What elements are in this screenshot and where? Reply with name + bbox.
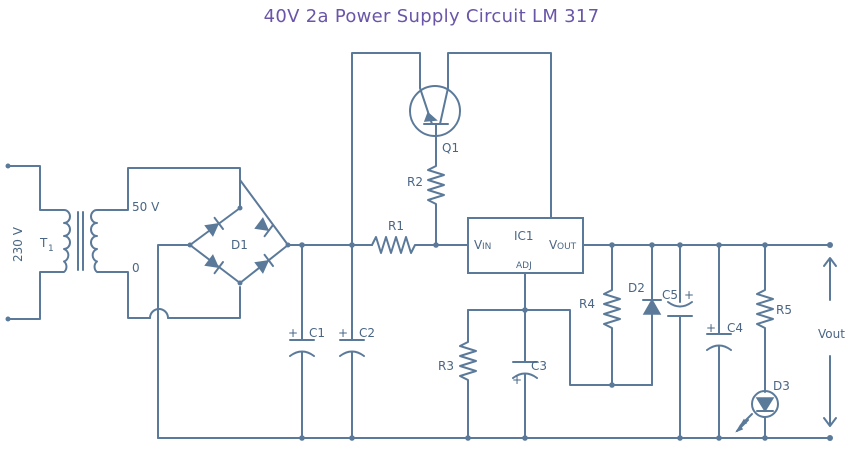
output-terminal-positive (827, 242, 833, 248)
resistor-r5: R5 (756, 244, 792, 393)
transistor-q1: Q1 (409, 85, 461, 155)
r4-label: R4 (579, 297, 595, 311)
c3-label: C3 (531, 359, 547, 373)
ic1-vout-sub: OUT (557, 242, 577, 252)
c3-plus: + (512, 373, 522, 387)
wire-bridge-negative (157, 244, 191, 439)
input-voltage-label: 230 V (11, 226, 25, 262)
output-terminals: Vout (818, 242, 845, 441)
diode-d2: D2 (628, 244, 662, 386)
r3-label: R3 (438, 359, 454, 373)
capacitor-c3: + C3 (512, 359, 547, 439)
ac-input: 230 V (5, 163, 59, 322)
transformer-t1: T 1 50 V 0 (39, 200, 160, 275)
resistor-r4: R4 (579, 244, 621, 386)
bridge-label: D1 (231, 238, 248, 252)
c4-plus: + (706, 321, 716, 335)
regulator-ic1: IC1 V IN V OUT ADJ (467, 217, 584, 274)
output-label: Vout (818, 327, 845, 341)
capacitor-c2: + C2 (338, 244, 375, 439)
d3-label: D3 (773, 379, 790, 393)
capacitor-c5: C5 + (662, 244, 694, 439)
c5-plus: + (684, 288, 694, 302)
capacitor-c1: + C1 (288, 244, 325, 439)
ic1-vin-sub: IN (482, 242, 491, 252)
c1-label: C1 (309, 326, 325, 340)
c5-label: C5 (662, 288, 678, 302)
ic1-vout-label: V (549, 238, 558, 252)
capacitor-c4: + C4 (706, 244, 743, 439)
diagram-title: 40V 2a Power Supply Circuit LM 317 (263, 6, 600, 27)
led-d3: D3 (735, 379, 790, 439)
transformer-label-sub: 1 (48, 244, 54, 254)
r5-label: R5 (776, 303, 792, 317)
r1-label: R1 (388, 219, 404, 233)
ic1-adj-label: ADJ (516, 261, 532, 271)
resistor-r2: R2 (407, 139, 445, 246)
c1-plus: + (288, 326, 298, 340)
resistor-r3: R3 (438, 309, 477, 439)
secondary-top-label: 50 V (132, 200, 160, 214)
c2-plus: + (338, 326, 348, 340)
ic1-label: IC1 (514, 229, 534, 243)
secondary-bottom-label: 0 (132, 261, 140, 275)
q1-label: Q1 (442, 141, 459, 155)
c4-label: C4 (727, 321, 743, 335)
r2-label: R2 (407, 175, 423, 189)
wire-q1-input (351, 52, 421, 246)
c2-label: C2 (359, 326, 375, 340)
ic1-vin-label: V (474, 238, 483, 252)
bridge-rectifier-d1: D1 (187, 179, 291, 286)
output-terminal-negative (827, 435, 833, 441)
wire-secondary-top (101, 167, 241, 211)
wire-secondary-bottom (101, 271, 241, 319)
transformer-label: T (39, 236, 48, 250)
resistor-r1: R1 (371, 219, 469, 254)
wire-q1-output (447, 52, 552, 219)
d2-label: D2 (628, 281, 645, 295)
wire-adj-bus (467, 309, 653, 386)
